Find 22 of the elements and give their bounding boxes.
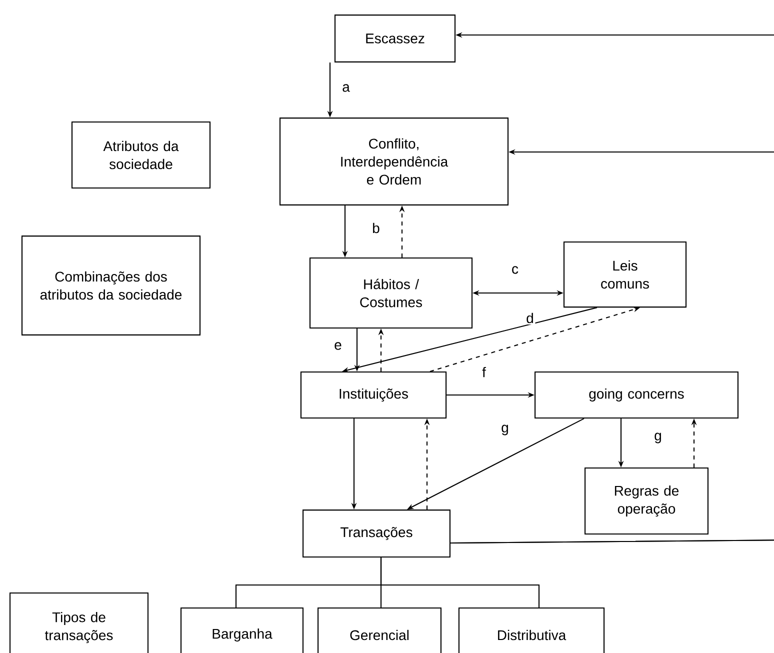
edge-label: g <box>652 431 664 445</box>
process-box: Distributiva <box>458 607 605 653</box>
edge-label: c <box>510 264 520 276</box>
process-box: Atributos da sociedade <box>71 121 211 189</box>
process-box: Gerencial <box>318 607 442 653</box>
process-box: Leis comuns <box>563 241 687 308</box>
process-box: Tipos de transações <box>9 592 149 653</box>
process-box: going concerns <box>534 371 738 419</box>
process-box: Combinações dos atributos da sociedade <box>21 236 201 336</box>
process-box: Instituições <box>300 371 447 419</box>
process-box: Barganha <box>180 607 304 653</box>
process-box: Transações <box>302 510 450 558</box>
process-box: Hábitos / Costumes <box>309 257 473 329</box>
edge-label: d <box>524 312 536 324</box>
process-box: Escassez <box>334 14 456 62</box>
process-box: Regras de operação <box>584 467 709 535</box>
process-box: Conflito, Interdependência e Ordem <box>279 118 509 206</box>
edge-label: f <box>480 366 488 378</box>
edge-label: a <box>340 82 352 94</box>
edge-label: g <box>500 423 510 437</box>
edge-label: e <box>332 340 344 352</box>
edge-label: b <box>370 222 382 234</box>
